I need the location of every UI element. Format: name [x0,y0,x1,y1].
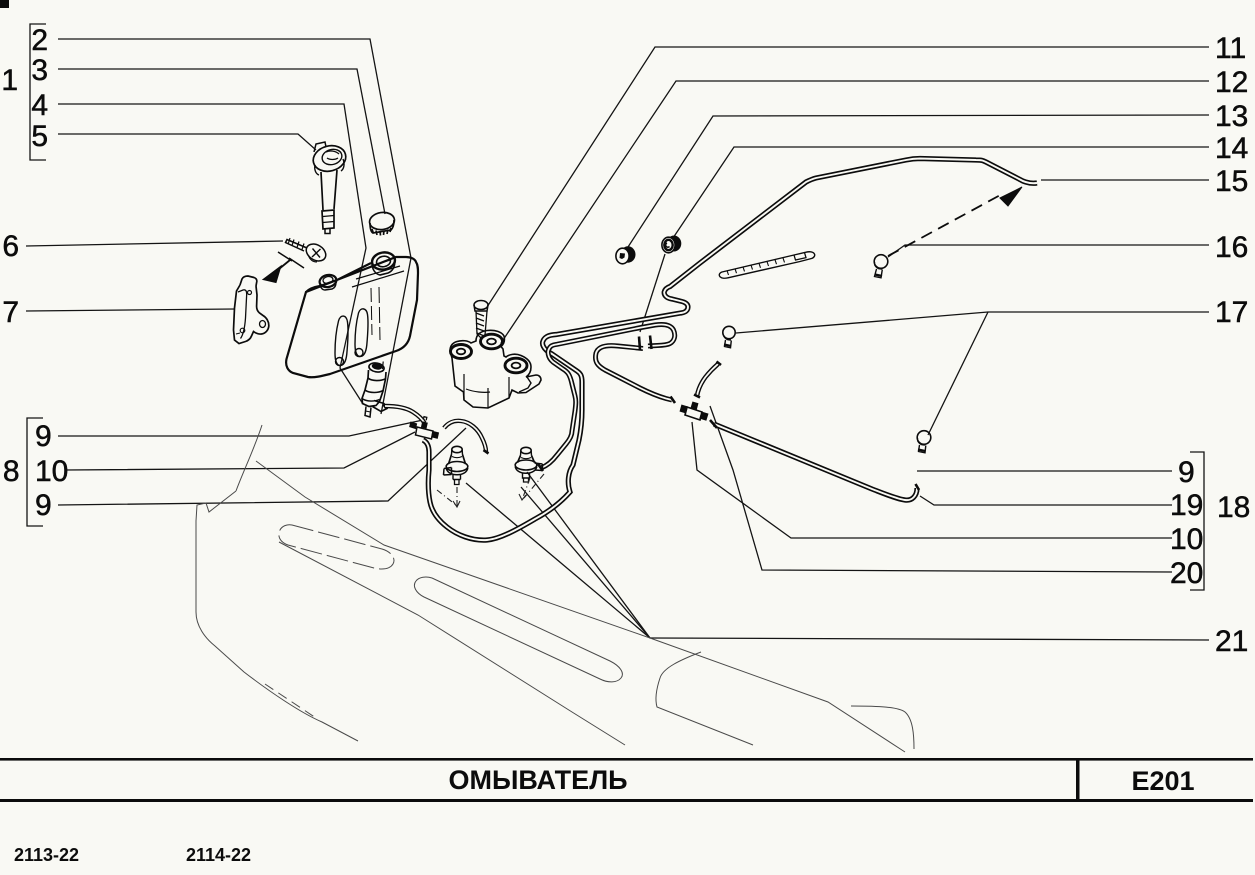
svg-text:14: 14 [1215,132,1248,165]
svg-text:9: 9 [35,489,52,522]
svg-text:10: 10 [35,455,68,488]
svg-text:2114-22: 2114-22 [186,845,251,865]
svg-text:16: 16 [1215,231,1248,264]
svg-text:6: 6 [2,230,19,263]
svg-text:5: 5 [31,120,48,153]
svg-text:15: 15 [1215,165,1248,198]
svg-text:13: 13 [1215,100,1248,133]
svg-text:Е201: Е201 [1131,766,1194,796]
svg-text:8: 8 [3,455,20,488]
svg-text:18: 18 [1217,491,1250,524]
svg-text:1: 1 [1,64,18,97]
svg-text:9: 9 [1178,456,1195,489]
svg-text:ОМЫВАТЕЛЬ: ОМЫВАТЕЛЬ [448,765,627,795]
svg-text:11: 11 [1215,32,1246,65]
svg-text:17: 17 [1215,296,1248,329]
svg-text:4: 4 [31,89,48,122]
svg-text:21: 21 [1215,625,1248,658]
svg-text:12: 12 [1215,66,1248,99]
svg-text:7: 7 [2,296,19,329]
svg-text:3: 3 [31,54,48,87]
svg-text:19: 19 [1170,489,1203,522]
svg-text:2113-22: 2113-22 [14,845,79,865]
svg-text:2: 2 [31,24,48,57]
svg-text:20: 20 [1170,557,1203,590]
svg-text:9: 9 [35,420,52,453]
svg-text:10: 10 [1170,523,1203,556]
